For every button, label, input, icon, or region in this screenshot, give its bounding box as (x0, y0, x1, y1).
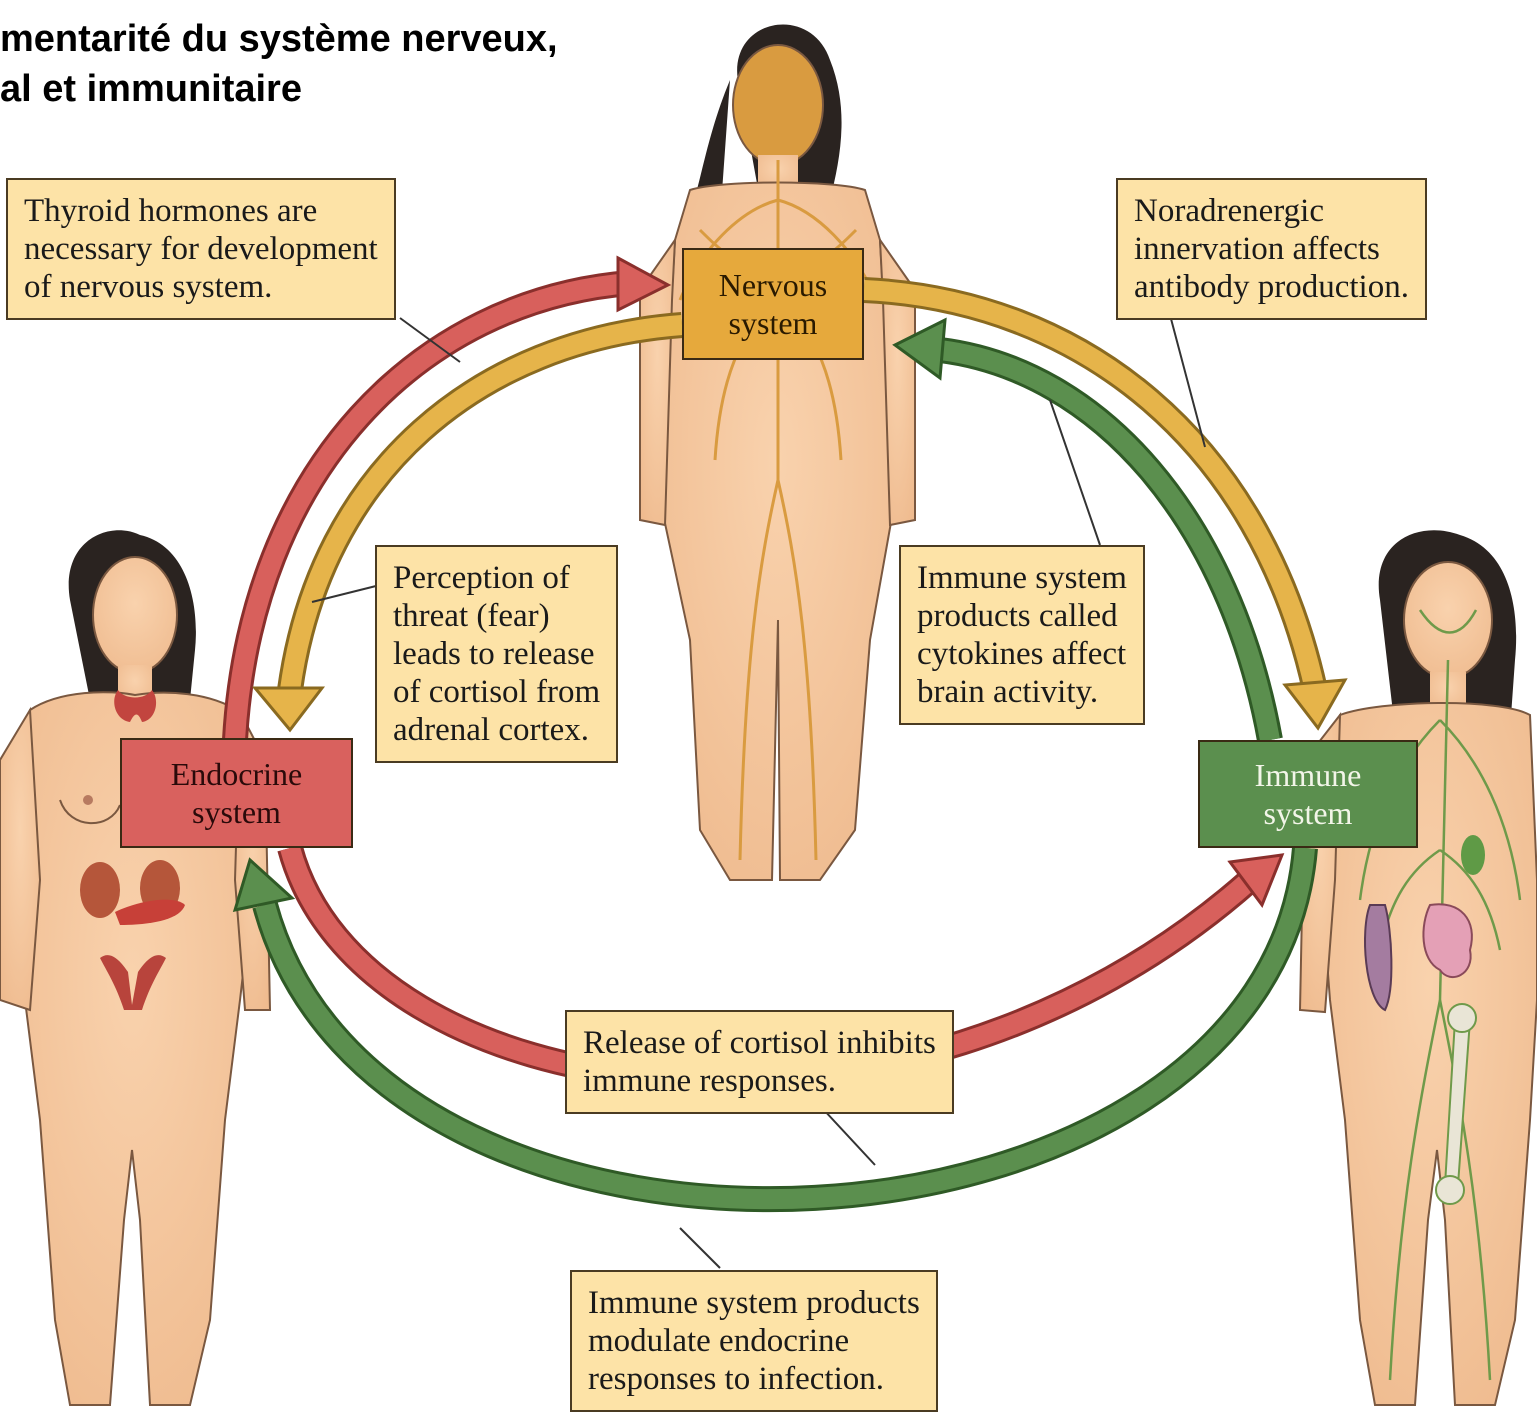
nervous-system-box: Nervous system (682, 248, 864, 360)
endocrine-system-box: Endocrine system (120, 738, 353, 848)
note-line: products called (917, 597, 1127, 635)
note-line: necessary for development (24, 230, 378, 268)
note-thyroid: Thyroid hormones are necessary for devel… (6, 178, 396, 320)
note-line: Perception of (393, 559, 600, 597)
page-title: mentarité du système nerveux, al et immu… (0, 14, 558, 114)
note-line: of cortisol from (393, 673, 600, 711)
nervous-label-2: system (729, 304, 818, 342)
note-line: Noradrenergic (1134, 192, 1409, 230)
endocrine-figure (0, 530, 270, 1405)
note-line: adrenal cortex. (393, 711, 600, 749)
note-line: modulate endocrine (588, 1322, 920, 1360)
immune-system-box: Immune system (1198, 740, 1418, 848)
note-line: Thyroid hormones are (24, 192, 378, 230)
note-line: Release of cortisol inhibits (583, 1024, 936, 1062)
note-line: brain activity. (917, 673, 1127, 711)
note-line: Immune system (917, 559, 1127, 597)
note-line: immune responses. (583, 1062, 936, 1100)
note-line: leads to release (393, 635, 600, 673)
nervous-figure (640, 24, 915, 880)
note-line: threat (fear) (393, 597, 600, 635)
note-line: Immune system products (588, 1284, 920, 1322)
immune-label-2: system (1264, 794, 1353, 832)
note-modulate: Immune system products modulate endocrin… (570, 1270, 938, 1412)
endocrine-label-1: Endocrine (171, 755, 303, 793)
title-line-2: al et immunitaire (0, 64, 558, 114)
note-line: responses to infection. (588, 1360, 920, 1398)
note-cytokines: Immune system products called cytokines … (899, 545, 1145, 725)
note-line: innervation affects (1134, 230, 1409, 268)
note-line: of nervous system. (24, 268, 378, 306)
note-noradrenergic: Noradrenergic innervation affects antibo… (1116, 178, 1427, 320)
note-perception: Perception of threat (fear) leads to rel… (375, 545, 618, 763)
nervous-label-1: Nervous (719, 266, 827, 304)
title-line-1: mentarité du système nerveux, (0, 14, 558, 64)
endocrine-label-2: system (192, 793, 281, 831)
immune-figure (1300, 530, 1537, 1405)
note-line: antibody production. (1134, 268, 1409, 306)
note-line: cytokines affect (917, 635, 1127, 673)
note-cortisol: Release of cortisol inhibits immune resp… (565, 1010, 954, 1114)
immune-label-1: Immune (1255, 756, 1362, 794)
